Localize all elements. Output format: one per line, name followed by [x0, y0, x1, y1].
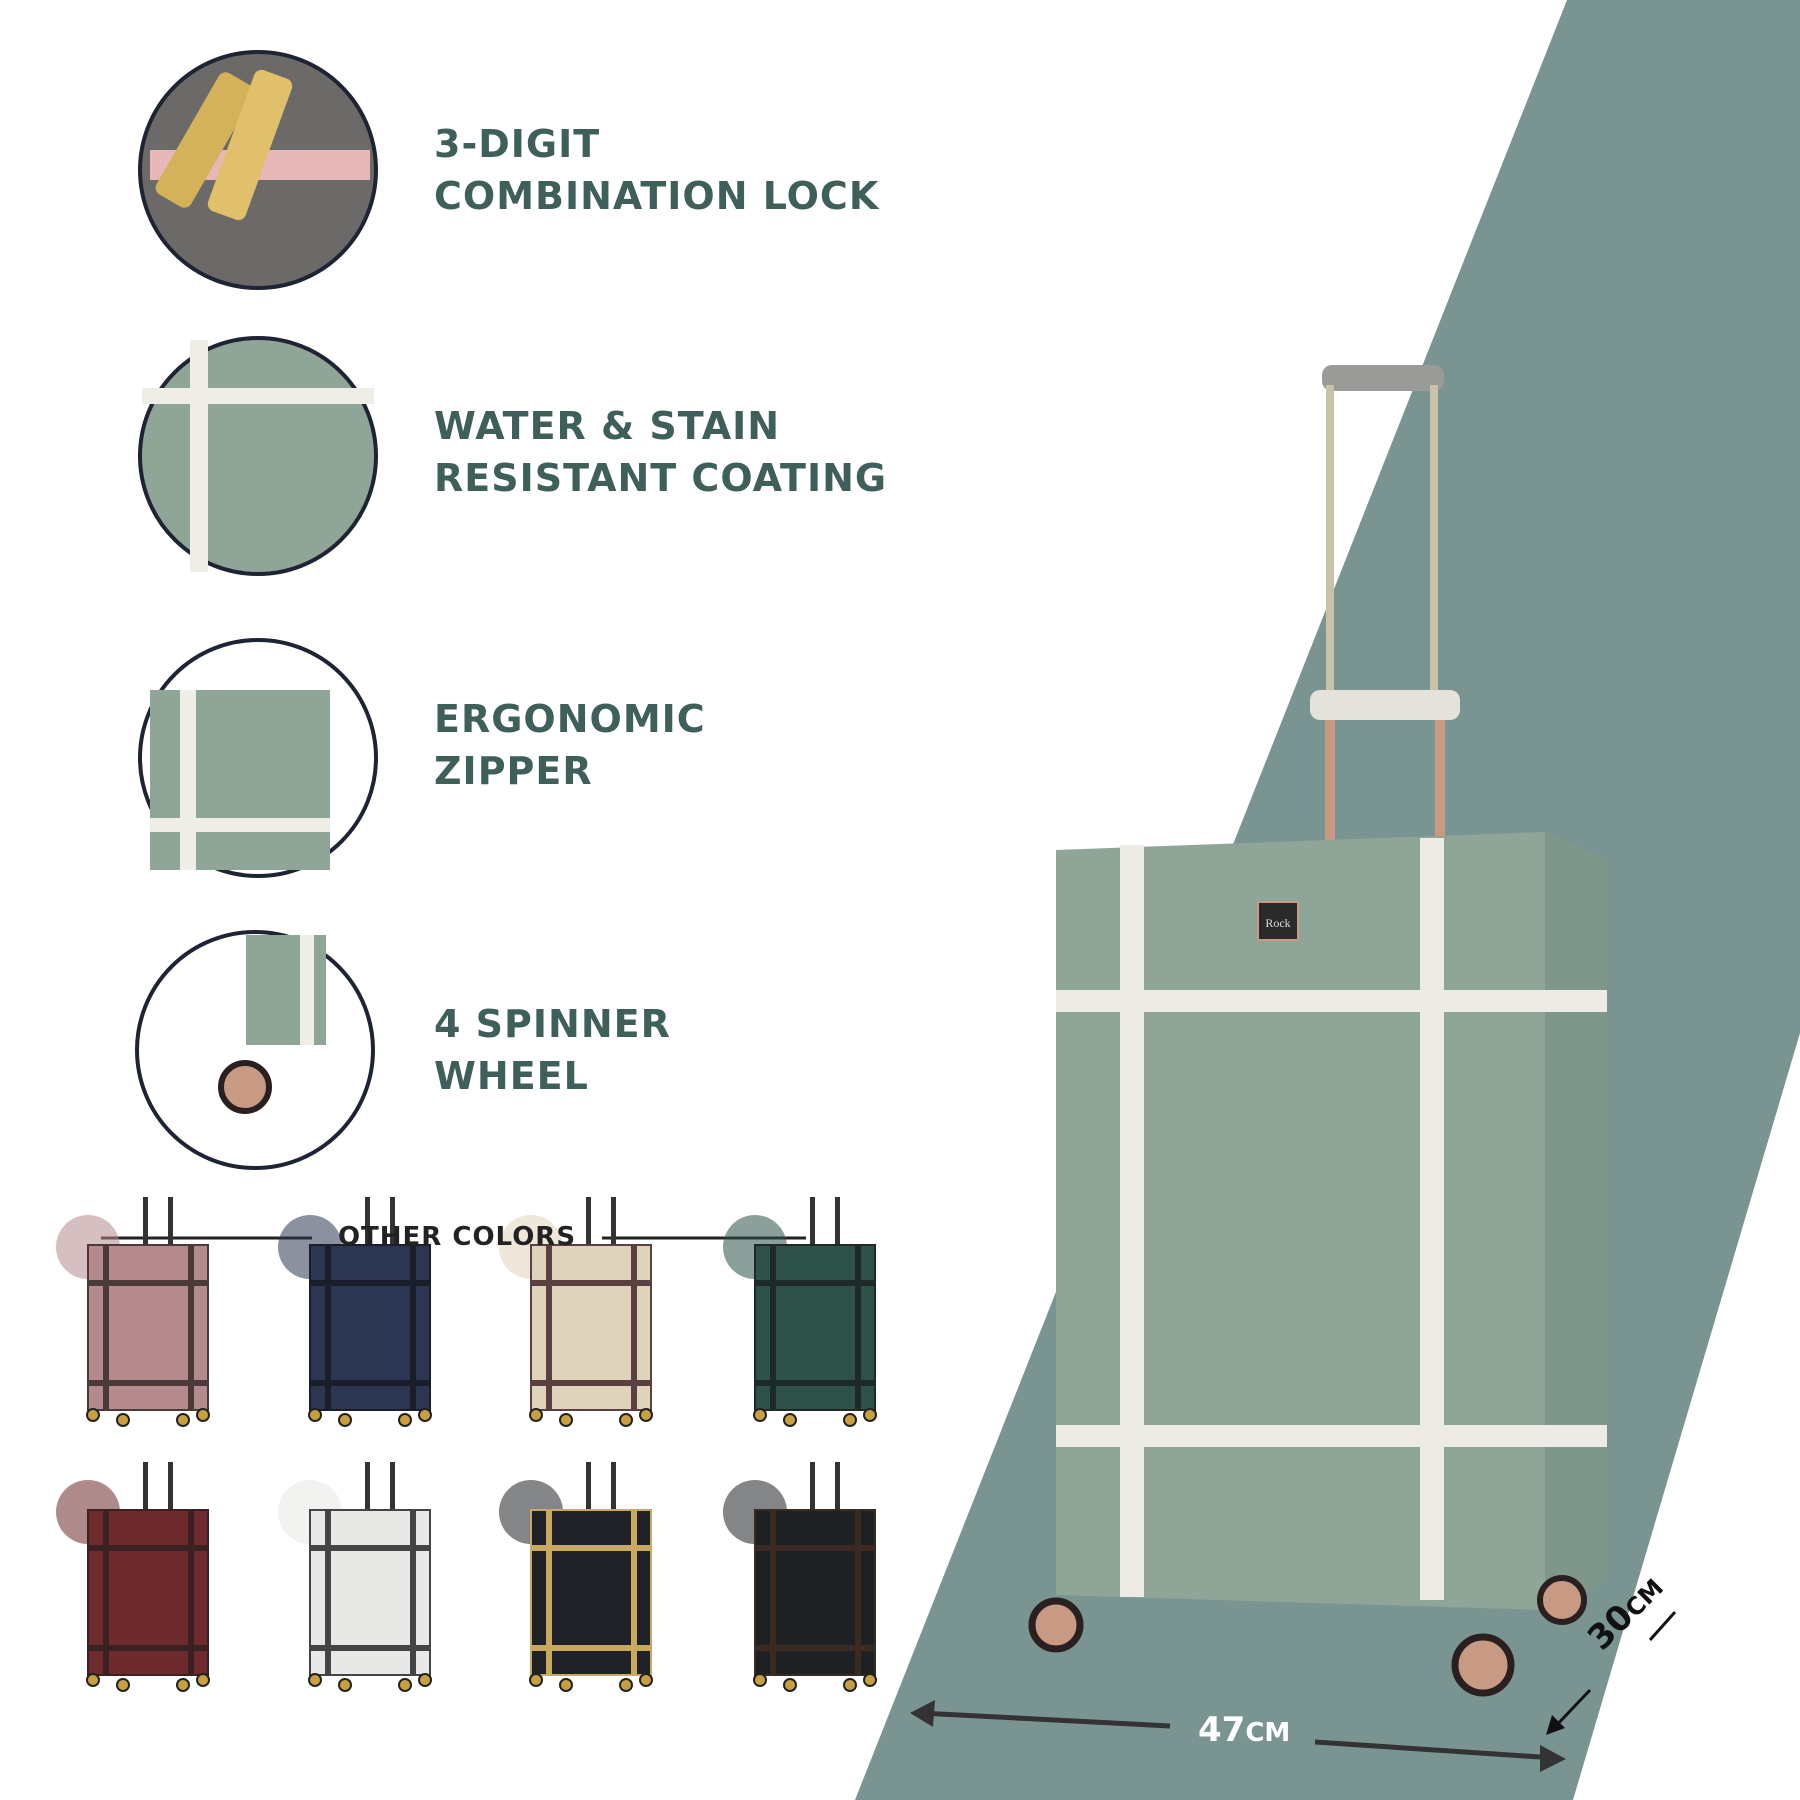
- feature-circle-wheel: [135, 930, 375, 1170]
- other-colors-heading: OTHER COLORS: [337, 1222, 577, 1252]
- color-option-7[interactable]: [499, 1462, 653, 1692]
- main-suitcase: Rock: [1028, 365, 1607, 1697]
- color-option-6[interactable]: [278, 1462, 432, 1692]
- color-option-5[interactable]: [56, 1462, 210, 1692]
- color-option-4[interactable]: [723, 1197, 877, 1427]
- feature-circle-coating: [138, 336, 378, 576]
- width-dimension-arrow: [910, 1700, 1566, 1772]
- color-option-1[interactable]: [56, 1197, 210, 1427]
- color-option-2[interactable]: [278, 1197, 432, 1427]
- width-label: 47CM: [1198, 1710, 1291, 1750]
- brand-badge: Rock: [1265, 916, 1290, 930]
- depth-dimension-arrow: [1546, 1611, 1677, 1735]
- color-option-8[interactable]: [723, 1462, 877, 1692]
- feature-circle-lock: [138, 50, 378, 290]
- feature-circle-zipper: [138, 638, 378, 878]
- color-option-3[interactable]: [499, 1197, 653, 1427]
